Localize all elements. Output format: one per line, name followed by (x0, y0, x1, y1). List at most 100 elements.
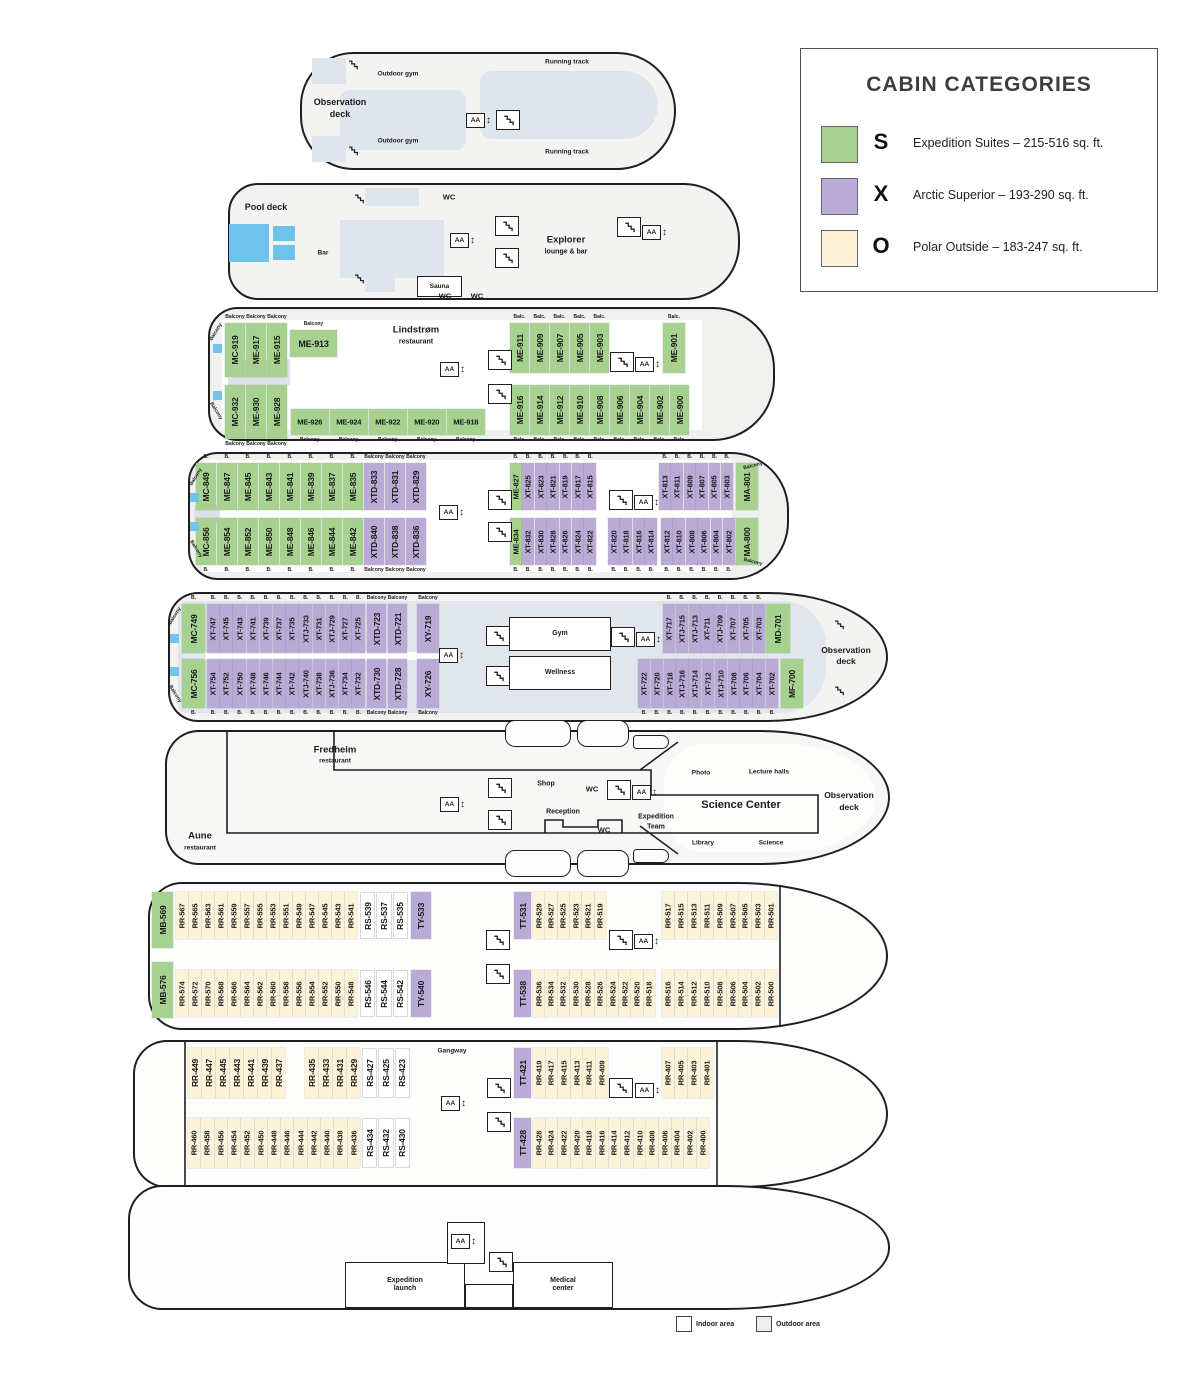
balcony-label: Balcony (225, 441, 245, 447)
cabin-MC-919: MC-919 (225, 323, 245, 377)
cabin-label: RS-539 (362, 901, 373, 930)
cabin-XT-828: XT-828 (547, 518, 559, 565)
cabin-label: RR-444 (296, 1130, 306, 1156)
balcony-label: B. (756, 595, 762, 601)
cabin-label: RR-551 (281, 903, 291, 928)
label-wc: WC (597, 825, 611, 835)
cabin-ME-916: ME-916 (510, 385, 529, 435)
cabin-XT-804: XT-804 (710, 518, 723, 565)
balcony-label: B. (641, 710, 647, 716)
cabin-XTJ-740: XTJ-740 (299, 659, 312, 708)
cabin-XT-825: XT-825 (522, 463, 535, 510)
cabin-XT-812: XT-812 (661, 518, 673, 565)
cabin-RR-417: RR-417 (545, 1048, 558, 1098)
elevator-icon: AA↕ (634, 495, 659, 510)
cabin-label: RR-548 (346, 981, 356, 1006)
stairs-icon (486, 626, 510, 646)
cabin-label: XT-811 (672, 475, 682, 498)
cabin-XT-717: XT-717 (663, 604, 676, 653)
cabin-XT-830: XT-830 (534, 518, 547, 565)
cabin-label: RR-521 (583, 903, 593, 928)
cabin-RR-565: RR-565 (189, 892, 201, 939)
cabin-label: TY-533 (416, 902, 426, 929)
cabin-ME-904: ME-904 (630, 385, 649, 435)
stairs-icon (496, 110, 520, 130)
cabin-ME-908: ME-908 (590, 385, 609, 435)
cabin-RR-553: RR-553 (267, 892, 279, 939)
cabin-ME-905: ME-905 (570, 323, 589, 373)
balcony-label: B. (648, 567, 654, 573)
cabin-ME-827: ME-827 (510, 463, 522, 510)
cabin-XT-750: XT-750 (233, 659, 246, 708)
balcony-label: B. (250, 595, 256, 601)
cabin-XT-707: XT-707 (727, 604, 740, 653)
cabin-label: MC-749 (188, 613, 199, 644)
cabin-ME-852: ME-852 (238, 518, 258, 565)
cabin-RR-404: RR-404 (671, 1118, 684, 1168)
cabin-label: MB-576 (157, 975, 168, 1005)
cabin-label: ME-918 (453, 417, 479, 427)
stairs-icon (486, 930, 510, 950)
cabin-label: XT-744 (274, 672, 284, 695)
cabin-label: XT-731 (314, 617, 324, 640)
superior-color-swatch (821, 178, 858, 215)
lifeboat (577, 720, 629, 747)
cabin-label: RR-556 (294, 981, 304, 1006)
cabin-label: RR-412 (622, 1130, 632, 1156)
balcony-label: B. (756, 710, 762, 716)
cabin-label: XTJ-729 (327, 614, 337, 643)
cabin-label: RR-522 (620, 981, 630, 1006)
balcony-label: B. (303, 710, 309, 716)
indoor-area-swatch (676, 1316, 692, 1332)
balcony-label: B. (525, 567, 531, 573)
balcony-label: B. (718, 710, 724, 716)
cabin-RR-452: RR-452 (241, 1118, 254, 1168)
stairs-icon (352, 192, 366, 211)
cabin-label: ME-900 (674, 395, 685, 425)
balcony-label: B. (676, 567, 682, 573)
balcony-label: Balc. (633, 437, 646, 443)
cabin-ME-901: ME-901 (663, 323, 685, 373)
cabin-label: XT-832 (523, 530, 533, 553)
cabin-label: RR-570 (203, 981, 213, 1006)
cabin-XY-726: XY-726 (417, 659, 439, 708)
elevator-icon: AA↕ (634, 934, 659, 949)
cabin-RR-454: RR-454 (227, 1118, 241, 1168)
cabin-RR-564: RR-564 (241, 970, 253, 1017)
cabin-label: XTJ-736 (327, 669, 337, 698)
cabin-label: MC-932 (230, 397, 240, 427)
cabin-RR-447: RR-447 (202, 1048, 215, 1098)
cabin-RR-548: RR-548 (345, 970, 357, 1017)
cabin-label: RR-516 (663, 981, 673, 1006)
cabin-label: RR-502 (753, 981, 763, 1006)
balcony-label: Balcony (418, 595, 438, 601)
cabin-RR-418: RR-418 (583, 1118, 596, 1168)
balcony-label: B. (329, 454, 335, 460)
cabin-XT-824: XT-824 (572, 518, 584, 565)
cabin-label: ME-827 (511, 473, 521, 500)
cabin-label: XT-824 (573, 530, 583, 553)
cabin-MC-749: MC-749 (182, 604, 205, 653)
cabin-label: XTD-833 (369, 470, 379, 503)
stairs-icon (487, 1112, 511, 1132)
cabin-label: XT-703 (754, 617, 764, 640)
cabin-XTJ-710: XTJ-710 (714, 659, 727, 708)
cabin-label: RR-515 (676, 903, 686, 928)
cabin-RR-528: RR-528 (582, 970, 594, 1017)
cabin-label: MA-801 (742, 471, 752, 502)
cabin-label: ME-903 (594, 333, 605, 363)
outside-color-swatch (821, 230, 858, 267)
stairs-icon (832, 684, 846, 703)
cabin-RR-551: RR-551 (280, 892, 292, 939)
cabin-label: ME-841 (285, 472, 295, 501)
cabin-label: RR-500 (766, 981, 776, 1006)
balcony-label: B. (662, 454, 668, 460)
label-observation: Observation (821, 645, 871, 655)
cabin-RR-437: RR-437 (272, 1048, 285, 1098)
cabin-XT-704: XT-704 (753, 659, 766, 708)
cabin-label: RR-437 (273, 1058, 284, 1088)
cabin-RR-450: RR-450 (254, 1118, 267, 1168)
cabin-RR-530: RR-530 (569, 970, 582, 1017)
cabin-RR-409: RR-409 (596, 1048, 608, 1098)
